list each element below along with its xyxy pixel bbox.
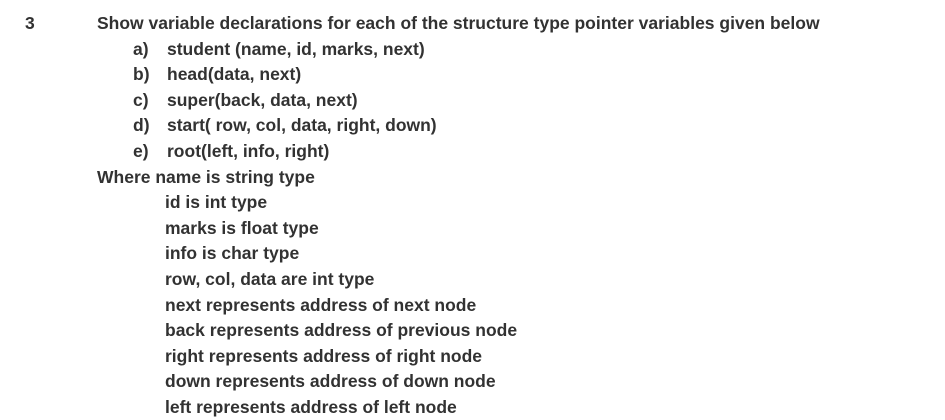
- list-item: a) student (name, id, marks, next): [0, 37, 945, 63]
- definition-line: info is char type: [165, 243, 300, 264]
- question-title: Show variable declarations for each of t…: [97, 13, 820, 33]
- list-item: e) root(left, info, right): [0, 139, 945, 165]
- definition-line: back represents address of previous node: [165, 320, 518, 341]
- list-item-label: c): [133, 89, 149, 110]
- title-row: 3 Show variable declarations for each of…: [0, 11, 945, 37]
- list-item-label: e): [133, 140, 149, 161]
- definition-line: down represents address of down node: [165, 371, 496, 392]
- list-item-text: start( row, col, data, right, down): [167, 115, 437, 136]
- list-item-label: d): [133, 115, 150, 136]
- definition-row: right represents address of right node: [0, 344, 945, 370]
- definition-line: marks is float type: [165, 217, 319, 238]
- list-item-text: student (name, id, marks, next): [167, 38, 425, 59]
- definition-line: id is int type: [165, 192, 268, 213]
- definition-line: next represents address of next node: [165, 294, 477, 315]
- question-block: 3 Show variable declarations for each of…: [0, 11, 945, 420]
- definition-row: left represents address of left node: [0, 395, 945, 420]
- list-item-label: b): [133, 64, 150, 85]
- list-item-text: root(left, info, right): [167, 140, 330, 161]
- definition-row: back represents address of previous node: [0, 318, 945, 344]
- definition-row: marks is float type: [0, 216, 945, 242]
- question-number: 3: [25, 13, 35, 33]
- definition-row: next represents address of next node: [0, 293, 945, 319]
- definition-row: info is char type: [0, 241, 945, 267]
- where-row: Where name is string type: [0, 165, 945, 191]
- list-item: b) head(data, next): [0, 62, 945, 88]
- definition-row: down represents address of down node: [0, 369, 945, 395]
- list-item-text: super(back, data, next): [167, 89, 358, 110]
- list-item-text: head(data, next): [167, 64, 302, 85]
- list-item: d) start( row, col, data, right, down): [0, 113, 945, 139]
- list-item: c) super(back, data, next): [0, 88, 945, 114]
- where-line: Where name is string type: [97, 166, 315, 187]
- definition-line: row, col, data are int type: [165, 268, 375, 289]
- definition-line: right represents address of right node: [165, 345, 482, 366]
- list-item-label: a): [133, 38, 149, 59]
- definition-row: row, col, data are int type: [0, 267, 945, 293]
- definition-row: id is int type: [0, 190, 945, 216]
- definition-line: left represents address of left node: [165, 396, 457, 417]
